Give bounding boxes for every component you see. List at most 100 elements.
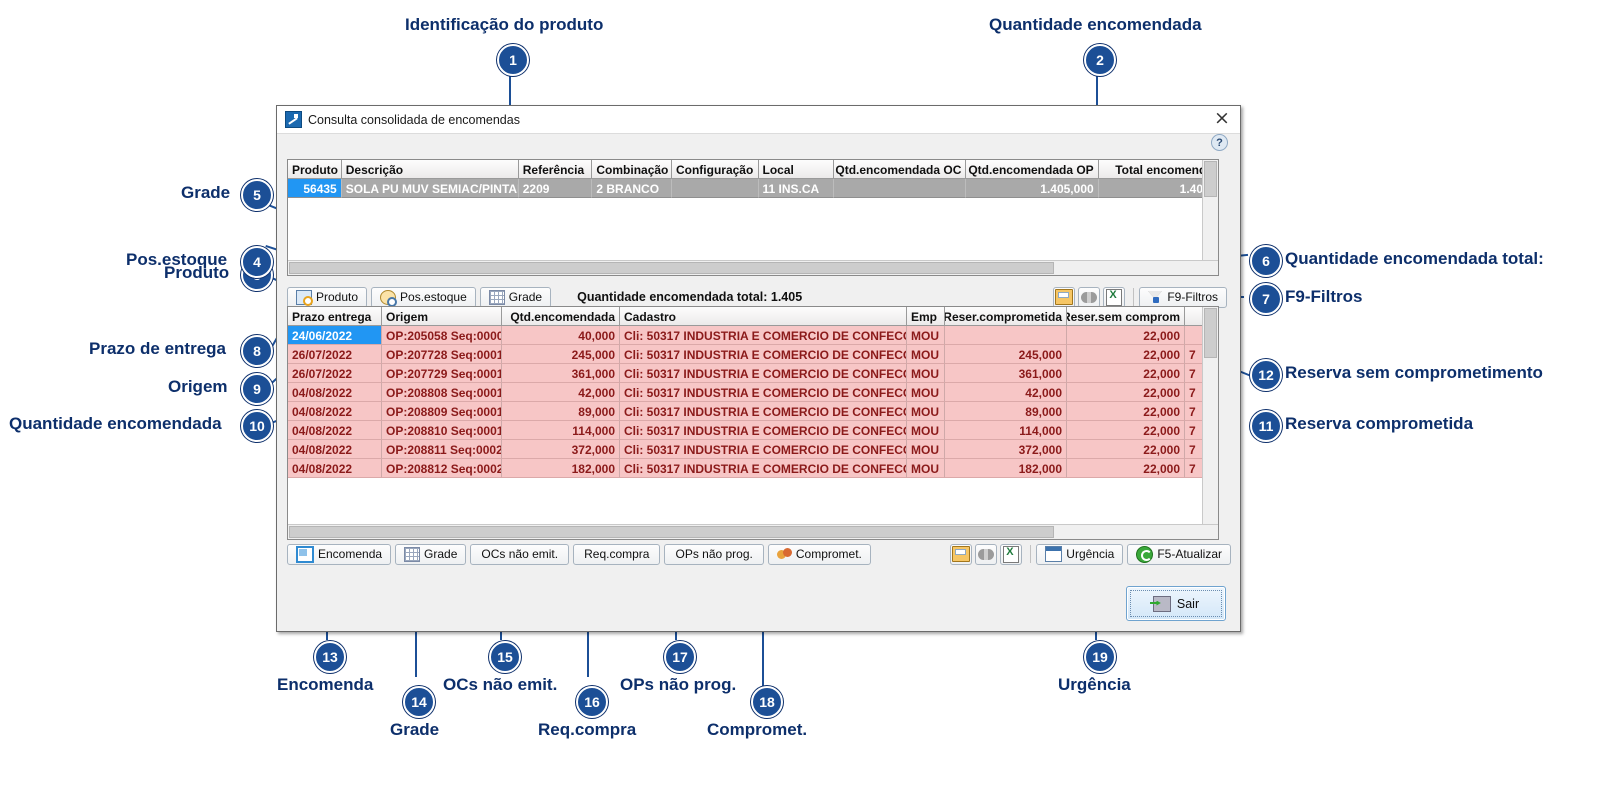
annotation-label-19: Urgência [1058,675,1131,694]
grade-button-bottom[interactable]: Grade [395,543,467,565]
col-total[interactable]: Total encomenda [1098,160,1218,179]
help-icon[interactable]: ? [1211,134,1228,151]
folder-button-bottom[interactable] [950,543,973,565]
ops-nao-prog-button[interactable]: OPs não prog. [664,543,764,565]
cell-reser-sem-comprom: 22,000 [1067,421,1185,440]
col-descricao[interactable]: Descrição [341,160,519,179]
grade-button-top[interactable]: Grade [479,286,552,308]
col-reser-comprometida[interactable]: Reser.comprometida [945,307,1067,326]
annotation-label-4: Pos.estoque [126,250,228,269]
col-referencia[interactable]: Referência [518,160,593,179]
cell-emp: MOU [907,421,945,440]
annotation-badge-7: 7 [1250,283,1282,315]
annotation-badge-15: 15 [489,641,521,673]
col-combinacao[interactable]: Combinação [592,160,672,179]
encomendas-grid-vscrollbar[interactable] [1202,307,1218,539]
col-produto[interactable]: Produto [288,160,342,179]
comprometido-button[interactable]: Compromet. [767,543,871,565]
annotation-label-16: Req.compra [538,720,637,739]
magnifier-icon [296,289,313,306]
annotation-badge-16: 16 [576,686,608,718]
col-prazo-entrega[interactable]: Prazo entrega [288,307,382,326]
encomenda-button[interactable]: Encomenda [287,543,392,565]
annotation-badge-11: 11 [1250,410,1282,442]
encomendas-grid-hscrollbar[interactable] [288,524,1218,539]
annotation-badge-8: 8 [241,335,273,367]
cell-reser-comprometida: 372,000 [945,440,1067,459]
folder-icon [952,546,971,562]
col-reser-sem-comprom[interactable]: Reser.sem comprom [1067,307,1185,326]
annotation-label-11: Reserva comprometida [1285,414,1474,433]
cell-total: 1.405, [1098,179,1218,198]
commitment-icon [776,548,792,560]
cell-origem: OP:208810 Seq:0001 [382,421,502,440]
annotation-badge-5: 5 [241,179,273,211]
annotation-label-12: Reserva sem comprometimento [1285,363,1543,382]
col-qtd-encomendada[interactable]: Qtd.encomendada [502,307,620,326]
produtos-grid-vscrollbar[interactable] [1202,160,1218,275]
produtos-grid[interactable]: Produto Descrição Referência Combinação … [287,159,1219,276]
cell-qtd-encomendada: 245,000 [502,345,620,364]
produtos-grid-hscrollbar[interactable] [288,260,1218,275]
annotation-badge-17: 17 [664,641,696,673]
pos-estoque-button[interactable]: Pos.estoque [371,286,476,308]
req-compra-label: Req.compra [584,547,650,561]
cell-prazo-entrega: 04/08/2022 [288,402,382,421]
cell-extra [1185,326,1203,345]
cell-cadastro: Cli: 50317 INDUSTRIA E COMERCIO DE CONFE… [620,383,907,402]
scroll-thumb[interactable] [289,526,1054,538]
f9-filtros-button[interactable]: F9-Filtros [1139,286,1227,308]
folder-button-top[interactable] [1053,286,1076,308]
bottom-toolbar: Encomenda Grade OCs não emit. Req.compra… [287,543,1231,565]
app-icon [285,111,302,128]
cell-emp: MOU [907,345,945,364]
cell-emp: MOU [907,459,945,478]
col-emp[interactable]: Emp [907,307,945,326]
scroll-thumb[interactable] [1204,161,1217,197]
excel-button-top[interactable] [1103,286,1126,308]
scroll-thumb[interactable] [1204,308,1217,358]
col-cadastro[interactable]: Cadastro [620,307,907,326]
produto-button[interactable]: Produto [287,286,368,308]
cell-extra: 7 [1185,383,1203,402]
encomendas-grid[interactable]: Prazo entrega Origem Qtd.encomendada Cad… [287,306,1219,540]
urgencia-button[interactable]: Urgência [1036,543,1124,565]
cell-cadastro: Cli: 50317 INDUSTRIA E COMERCIO DE CONFE… [620,440,907,459]
f5-atualizar-button[interactable]: F5-Atualizar [1127,543,1231,565]
req-compra-button[interactable]: Req.compra [573,543,661,565]
cell-extra: 7 [1185,345,1203,364]
col-qtd-op[interactable]: Qtd.encomendada OP [966,160,1099,179]
scroll-thumb[interactable] [289,262,1054,274]
annotation-badge-18: 18 [751,686,783,718]
table-row[interactable]: 56435 SOLA PU MUV SEMIAC/PINTADO 2209 2 … [288,179,1218,198]
annotation-badge-13: 13 [314,641,346,673]
col-origem[interactable]: Origem [382,307,502,326]
cell-origem: OP:208812 Seq:0002 [382,459,502,478]
col-local[interactable]: Local [758,160,835,179]
cell-reser-sem-comprom: 22,000 [1067,345,1185,364]
close-icon[interactable]: × [1214,107,1230,129]
urgencia-label: Urgência [1066,547,1115,561]
excel-button-bottom[interactable] [1000,543,1023,565]
annotation-label-18: Compromet. [707,720,808,739]
cell-prazo-entrega: 24/06/2022 [288,326,382,345]
binoculars-button-bottom[interactable] [975,543,998,565]
col-qtd-oc[interactable]: Qtd.encomendada OC [834,160,967,179]
cell-prazo-entrega: 04/08/2022 [288,421,382,440]
cell-qtd-encomendada: 114,000 [502,421,620,440]
window-titlebar: Consulta consolidada de encomendas × [277,106,1240,134]
binoculars-button-top[interactable] [1078,286,1101,308]
col-extra[interactable] [1185,307,1203,326]
cell-prazo-entrega: 26/07/2022 [288,364,382,383]
ocs-nao-emit-button[interactable]: OCs não emit. [470,543,570,565]
sair-button[interactable]: Sair [1126,586,1226,621]
col-configuracao[interactable]: Configuração [671,160,759,179]
